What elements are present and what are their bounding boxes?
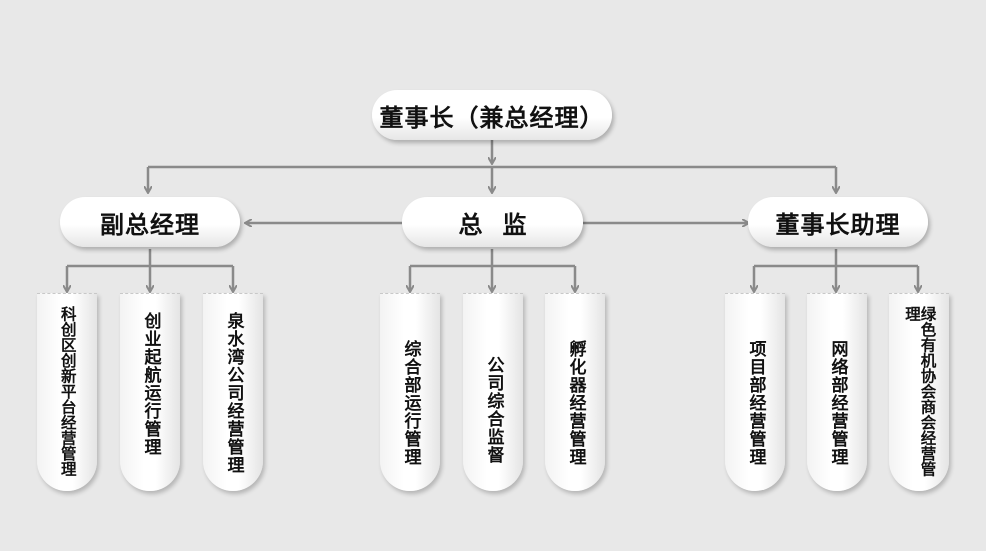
dept-box-3: 泉水湾公司经营管理	[203, 293, 263, 491]
node-director: 总监	[402, 197, 583, 247]
dept-box-1: 科创区创新平台经营管理	[37, 293, 97, 491]
dept-box-6: 孵化器经营管理	[545, 293, 605, 491]
dept-box-8: 网络部经营管理	[807, 293, 867, 491]
dept-label: 科创区创新平台经营管理	[58, 306, 77, 477]
dept-box-7: 项目部经营管理	[725, 293, 785, 491]
dept-box-5: 公司综合监督	[463, 293, 523, 491]
dept-label: 综合部运行管理	[400, 340, 421, 466]
dept-label: 泉水湾公司经营管理	[223, 312, 244, 474]
dept-box-9: 绿色有机协会商会经营管理	[889, 293, 949, 491]
dept-label: 绿色有机协会商会经营管理	[903, 306, 937, 477]
dept-box-4: 综合部运行管理	[380, 293, 440, 491]
node-chairman-assistant-label: 董事长助理	[775, 210, 901, 239]
dept-label: 公司综合监督	[483, 356, 504, 464]
node-chairman: 董事长（兼总经理）	[372, 90, 612, 140]
dept-box-2: 创业起航运行管理	[120, 293, 180, 491]
dept-label: 项目部经营管理	[745, 340, 766, 466]
dept-label: 网络部经营管理	[827, 340, 848, 466]
node-director-label: 总监	[458, 210, 547, 239]
node-chairman-label: 董事长（兼总经理）	[379, 103, 605, 132]
dept-label: 孵化器经营管理	[565, 340, 586, 466]
node-deputy-gm: 副总经理	[60, 197, 240, 247]
dept-label: 创业起航运行管理	[140, 312, 161, 456]
node-chairman-assistant: 董事长助理	[748, 197, 928, 247]
node-deputy-gm-label: 副总经理	[100, 210, 200, 239]
